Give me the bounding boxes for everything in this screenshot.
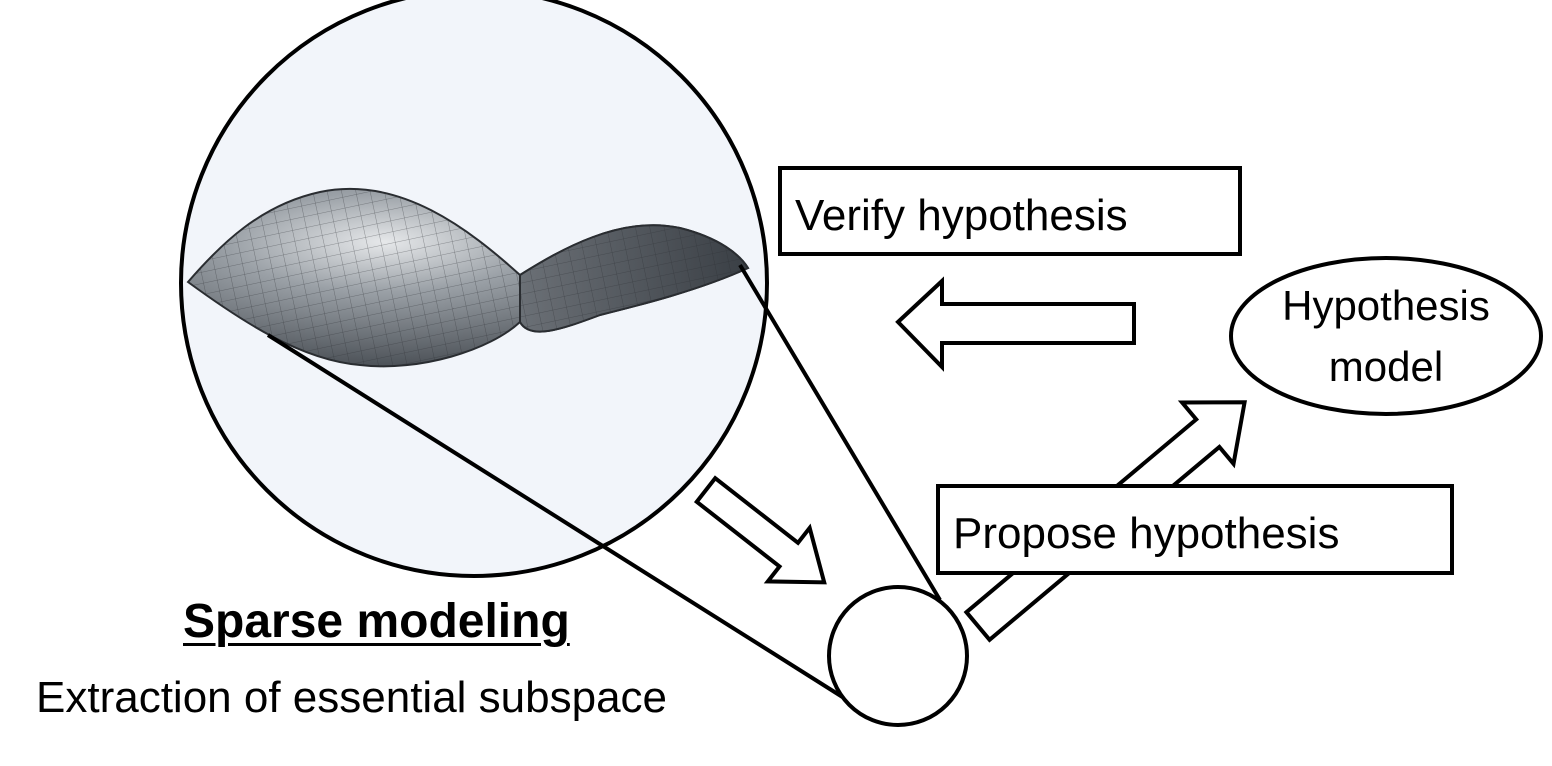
sparse-modeling-subtitle: Extraction of essential subspace xyxy=(36,673,668,722)
propose-hypothesis-box xyxy=(936,484,1454,575)
propose-hypothesis-label: Propose hypothesis xyxy=(953,509,1340,558)
arrow-left-icon xyxy=(895,276,1136,372)
subspace-circle xyxy=(827,585,969,727)
sparse-modeling-title: Sparse modeling xyxy=(183,595,570,648)
hypothesis-model-line2: model xyxy=(1328,342,1444,390)
verify-hypothesis-box xyxy=(778,166,1242,256)
zoom-line-upper xyxy=(738,263,942,602)
hypothesis-model-oval xyxy=(1229,256,1543,416)
arrow-down-right-icon xyxy=(693,475,827,585)
saddle-surface-icon xyxy=(186,187,750,368)
zoom-line-lower xyxy=(266,333,854,705)
hypothesis-model-line1: Hypothesis xyxy=(1282,282,1490,329)
hypothesis-model-label: Hypothesis model xyxy=(1246,276,1526,398)
verify-hypothesis-label: Verify hypothesis xyxy=(795,191,1128,240)
